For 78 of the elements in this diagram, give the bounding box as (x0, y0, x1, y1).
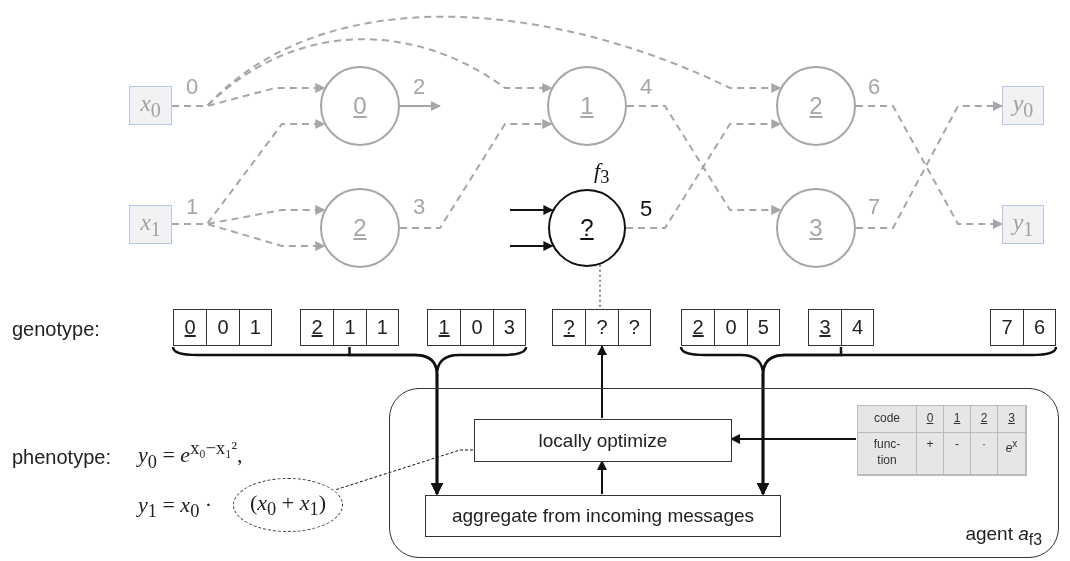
table-cell: · (971, 433, 998, 475)
process-box: locally optimize (474, 419, 732, 462)
gene-cell: 0 (714, 310, 747, 345)
gene-cell: 3 (492, 310, 525, 345)
gene-cell: 1 (365, 310, 398, 345)
function-node: 2 (320, 188, 400, 268)
port-number: 5 (640, 196, 653, 222)
function-node: 3 (776, 188, 856, 268)
arrow (597, 460, 607, 495)
formula: y$_{0}$ = e$^{x₀−x₁²}$, (138, 438, 243, 473)
output-box: y$_{1}$ (1002, 205, 1044, 244)
gene-cell: ? (617, 310, 650, 345)
port-number: 1 (186, 194, 199, 220)
arrow (509, 241, 554, 251)
leader-line (599, 264, 601, 310)
gene-group (990, 309, 1056, 346)
function-node: 2 (776, 66, 856, 146)
gene-cell-text: ? (562, 315, 576, 340)
table-cell: + (917, 433, 944, 475)
function-node: ? (548, 189, 626, 267)
arrow (756, 346, 1058, 496)
output-box: y$_{0}$ (1002, 86, 1044, 125)
genotype-label: genotype: (12, 318, 100, 341)
port-number: 6 (868, 74, 881, 100)
function-node: 0 (320, 66, 400, 146)
gene-group (300, 309, 399, 346)
gene-cell: 0 (460, 310, 493, 345)
arrow (430, 346, 528, 496)
port-number: 7 (868, 194, 881, 220)
port-number: 4 (640, 74, 653, 100)
agent-label: agent a$_{f3}$ (965, 523, 1042, 549)
table-cell: 1 (944, 406, 971, 433)
gene-cell: 4 (841, 310, 873, 345)
arrow (626, 105, 782, 215)
gene-cell-text: 7 (1000, 315, 1014, 340)
arrow (625, 119, 782, 229)
gene-cell-text: 2 (310, 315, 324, 340)
arrow (509, 205, 554, 215)
function-label: f$_{3}$ (594, 158, 610, 189)
table-cell: - (944, 433, 971, 475)
formula: y$_{1}$ = x$_{0}$ · (138, 492, 213, 523)
port-number: 0 (186, 74, 199, 100)
table-cell: 0 (917, 406, 944, 433)
table-cell: code (858, 406, 917, 433)
table-cell: 3 (998, 406, 1026, 433)
input-box: x$_{0}$ (129, 86, 172, 125)
input-box: x$_{1}$ (129, 205, 172, 244)
function-table (857, 405, 1027, 476)
gene-group (173, 309, 272, 346)
gene-cell: 1 (238, 310, 271, 345)
gene-cell-text: 1 (437, 315, 451, 340)
arrow (730, 434, 857, 444)
table-cell: 2 (971, 406, 998, 433)
gene-group (552, 309, 651, 346)
arrow (399, 119, 553, 229)
gene-group (681, 309, 780, 346)
agent-panel (389, 388, 1059, 558)
gene-cell: 5 (746, 310, 779, 345)
gene-cell: ? (585, 310, 618, 345)
gene-cell-text: 0 (183, 315, 197, 340)
gene-cell-text: 2 (691, 315, 705, 340)
port-number: 3 (413, 194, 426, 220)
gene-group (808, 309, 874, 346)
arrow (171, 223, 326, 251)
function-node: 1 (547, 66, 627, 146)
gene-cell: 1 (333, 310, 366, 345)
table-cell: func- tion (858, 433, 917, 475)
gene-cell: 0 (206, 310, 239, 345)
port-number: 2 (413, 74, 426, 100)
table-cell: e$^{x}$ (998, 433, 1026, 475)
arrow (597, 345, 607, 419)
process-box: aggregate from incoming messages (425, 495, 781, 537)
phenotype-label: phenotype: (12, 446, 111, 469)
gene-cell-text: 3 (818, 315, 832, 340)
gene-group (427, 309, 526, 346)
leader-line (333, 449, 474, 491)
gene-cell: 6 (1023, 310, 1055, 345)
arrow (399, 101, 441, 111)
